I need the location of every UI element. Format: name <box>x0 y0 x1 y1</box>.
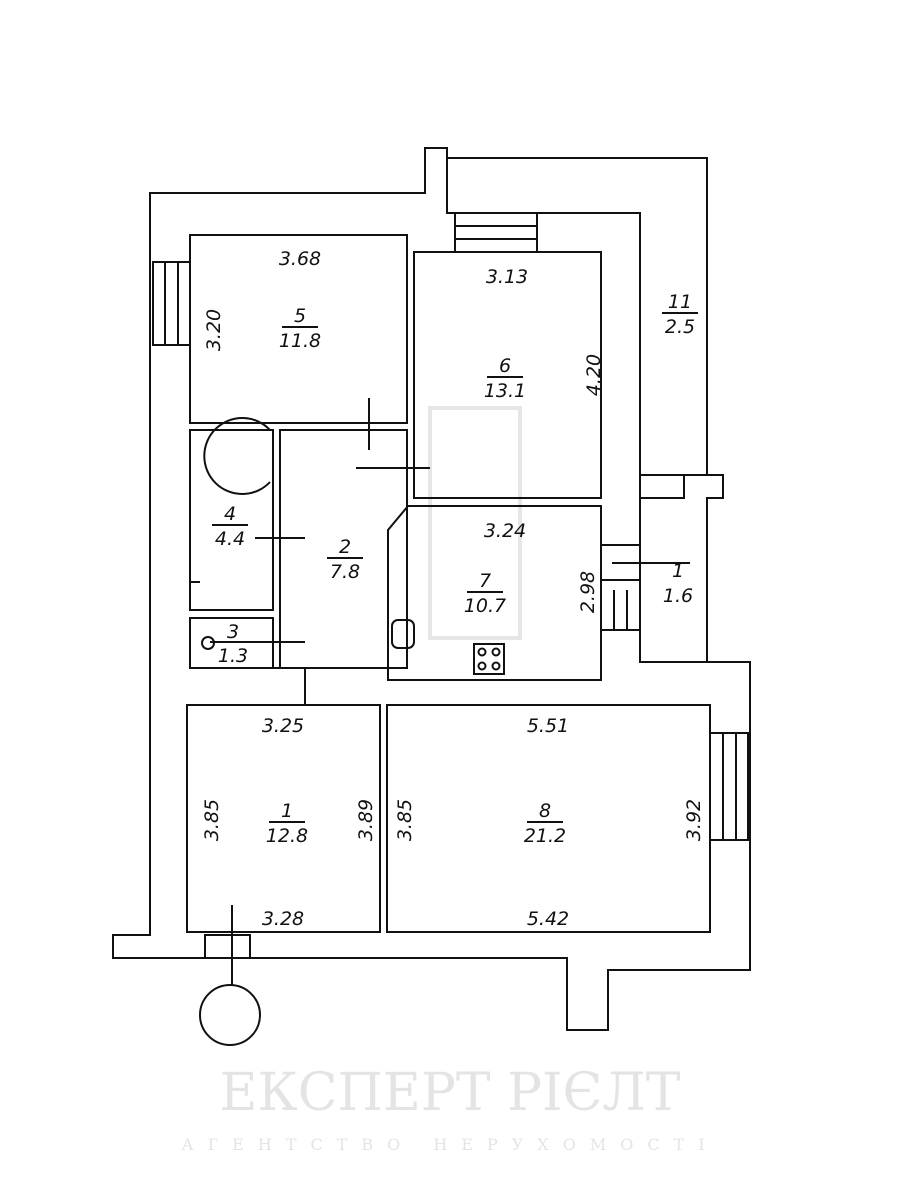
dimension: 3.20 <box>203 309 225 351</box>
wall <box>190 667 306 705</box>
shower-icon <box>203 417 271 495</box>
room-7 <box>387 505 602 681</box>
dimension: 3.85 <box>394 799 416 841</box>
room-area: 4.4 <box>215 528 245 550</box>
dimension: 5.42 <box>527 908 569 930</box>
watermark-subtitle: АГЕНТСТВО НЕРУХОМОСТІ <box>181 1135 718 1154</box>
dimension: 3.24 <box>484 520 526 542</box>
sink-icon <box>391 619 415 649</box>
room-area: 7.8 <box>330 561 360 583</box>
dimension: 3.28 <box>262 908 304 930</box>
room-number: 1 <box>281 800 293 822</box>
dimension: 2.98 <box>577 571 599 613</box>
room-number: 2 <box>339 536 351 558</box>
entrance-marker <box>199 984 261 1046</box>
stove-icon <box>473 643 505 675</box>
dimension: 4.20 <box>583 354 605 396</box>
room-4 <box>189 429 274 611</box>
room-area: 2.5 <box>665 316 695 338</box>
dimension: 3.25 <box>262 715 304 737</box>
room-number: 7 <box>479 570 491 592</box>
room-labels: 3.68 3.20 5 11.8 3.13 4.20 6 13.1 11 2.5… <box>201 248 705 930</box>
watermark-brand: ЕКСПЕРТ РІЄЛТ <box>220 1063 681 1123</box>
room-area: 10.7 <box>464 595 506 617</box>
room-area: 21.2 <box>524 825 566 847</box>
room-2 <box>279 429 408 669</box>
dimension: 3.68 <box>279 248 321 270</box>
room-number: 6 <box>499 355 511 377</box>
dimension: 3.85 <box>201 799 223 841</box>
room-area: 11.8 <box>279 330 321 352</box>
watermark-logo <box>428 406 522 640</box>
room-number: 5 <box>294 305 306 327</box>
windows <box>152 212 749 959</box>
room-number: 3 <box>227 621 239 643</box>
room-number: 8 <box>539 800 551 822</box>
dimension: 5.51 <box>527 715 569 737</box>
room-number: 11 <box>668 291 692 313</box>
room-area: 1.3 <box>218 645 248 667</box>
dimension: 3.13 <box>486 266 528 288</box>
dimension: 3.89 <box>355 799 377 841</box>
dimension: 3.92 <box>683 799 705 841</box>
room-area: 1.6 <box>663 585 693 607</box>
room-number: 4 <box>224 503 236 525</box>
room-1 <box>186 704 381 933</box>
room-number: 1 <box>672 560 684 582</box>
room-area: 12.8 <box>266 825 308 847</box>
room-area: 13.1 <box>484 380 526 402</box>
watermark: ЕКСПЕРТ РІЄЛТ АГЕНТСТВО НЕРУХОМОСТІ <box>181 406 718 1154</box>
